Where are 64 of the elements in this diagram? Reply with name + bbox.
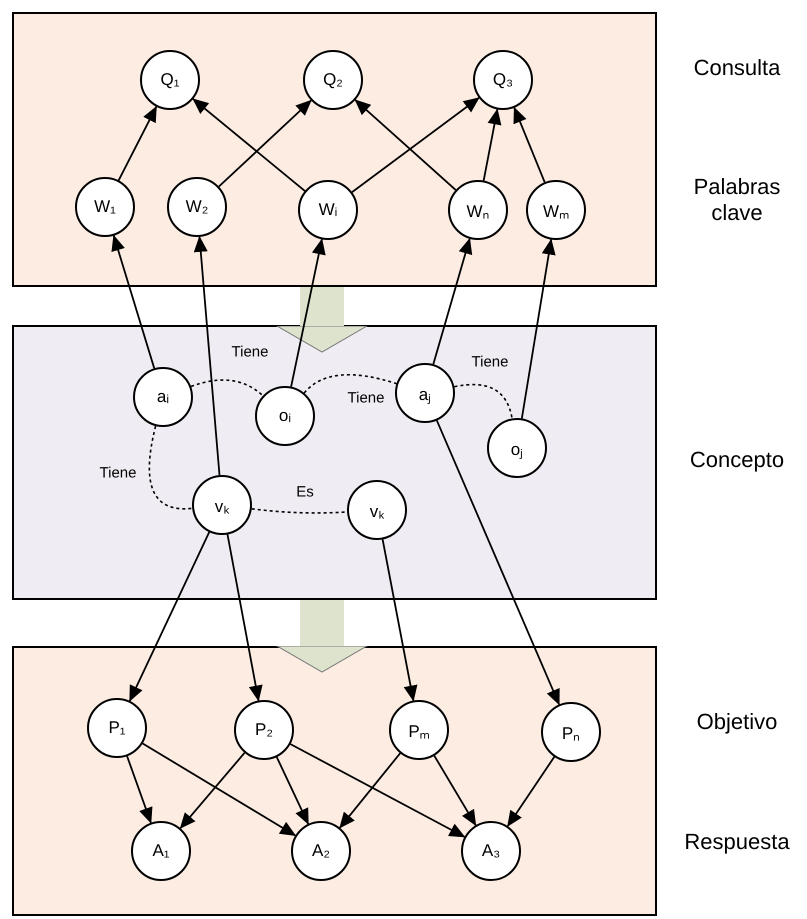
arrow (354, 99, 456, 191)
arrow (111, 234, 156, 369)
edge-label: Tiene (98, 464, 138, 482)
layer-panel (12, 646, 657, 916)
arrow (126, 756, 152, 824)
node-circle: Wᵢ (298, 180, 358, 240)
arrow (142, 742, 296, 836)
layer-label: Objetivo (696, 709, 778, 735)
node-circle: vₖ (347, 480, 407, 540)
edge-label: Es (295, 484, 315, 500)
node-circle: Q₃ (473, 50, 533, 110)
arrow (352, 97, 480, 193)
node-circle: W₂ (167, 177, 227, 237)
dashed-connector (454, 384, 513, 419)
arrow (226, 534, 263, 702)
node-circle: oᵢ (255, 386, 315, 446)
edge-label: Tiene (230, 344, 270, 360)
layer-panel (12, 325, 657, 600)
dashed-connector (190, 379, 264, 396)
node-circle: P₁ (87, 698, 147, 758)
arrow (218, 100, 312, 188)
node-circle: P₂ (234, 700, 294, 760)
node-circle: Q₁ (140, 50, 200, 110)
arrow (514, 106, 546, 183)
node-circle: Wₙ (448, 180, 508, 240)
node-circle: vₖ (192, 475, 252, 535)
layer-label: Palabras clave (692, 174, 782, 226)
layer-label: Respuesta (683, 829, 791, 855)
dashed-connector (148, 426, 192, 510)
node-circle: Pₙ (541, 702, 601, 762)
block-arrow (276, 287, 368, 352)
node-circle: oⱼ (487, 418, 547, 478)
arrow (506, 756, 556, 827)
edge-label: Tiene (346, 390, 386, 406)
layer-label: Concepto (688, 447, 786, 473)
arrow (290, 238, 326, 387)
arrow (482, 108, 502, 181)
node-circle: A₁ (131, 821, 191, 881)
node-circle: W₁ (75, 177, 135, 237)
arrow (339, 752, 401, 828)
arrow (432, 238, 472, 364)
arrow (382, 539, 418, 702)
node-circle: Pₘ (389, 700, 449, 760)
layer-panel (12, 12, 657, 287)
layer-label: Consulta (692, 55, 782, 81)
dashed-connector (304, 374, 397, 394)
node-circle: Q₂ (303, 50, 363, 110)
node-circle: A₃ (461, 821, 521, 881)
arrow (520, 238, 556, 419)
arrow (192, 98, 306, 192)
arrow (128, 532, 210, 702)
arrow (290, 743, 466, 838)
arrow (436, 420, 560, 706)
arrow (434, 755, 476, 826)
arrow (276, 756, 310, 825)
node-circle: Wₘ (526, 180, 586, 240)
dashed-connector (252, 508, 348, 514)
node-circle: aⱼ (395, 363, 455, 423)
node-circle: A₂ (291, 821, 351, 881)
arrow (118, 106, 158, 181)
arrow (194, 236, 220, 476)
edge-label: Tiene (470, 354, 510, 370)
node-circle: aᵢ (133, 367, 193, 427)
arrow (180, 752, 246, 829)
